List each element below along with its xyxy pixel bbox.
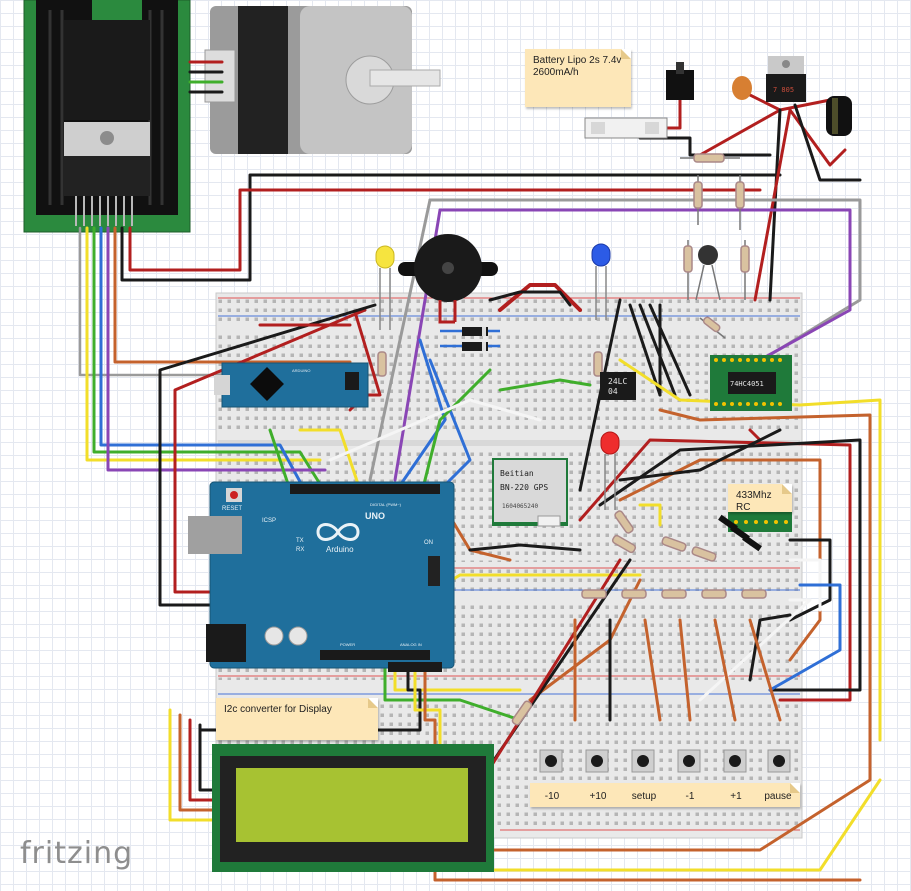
battery-note-line1: Battery Lipo 2s 7.4v	[533, 55, 622, 66]
capacitor-ceramic	[732, 76, 752, 100]
note-fold-icon	[790, 783, 800, 793]
lcd-display	[212, 744, 494, 872]
capacitor-electrolytic	[826, 96, 852, 136]
uno-arduino-label: Arduino	[326, 545, 354, 554]
led-blue	[591, 243, 611, 320]
note-fold-icon	[621, 49, 631, 59]
uno-reset-label: RESET	[222, 506, 242, 512]
battery-connector	[584, 117, 668, 139]
diodes	[440, 327, 500, 351]
mux-label: 74HC4051	[730, 380, 764, 388]
rc-note-text: 433Mhz RC	[736, 490, 772, 513]
button-label-minus1: -1	[685, 791, 695, 802]
button-label-plus10: +10	[589, 791, 607, 802]
uno-power-label: POWER	[340, 642, 355, 647]
i2c-header	[388, 662, 442, 672]
led-red	[600, 431, 620, 510]
rc-note: 433Mhz RC	[728, 484, 792, 513]
rc-receiver	[718, 510, 792, 552]
led-yellow	[375, 245, 395, 330]
thermistor	[695, 245, 721, 301]
push-buttons	[539, 749, 791, 773]
gps-serial: 1604065240	[502, 503, 539, 510]
note-fold-icon	[368, 698, 378, 708]
motor-driver-module	[23, 0, 191, 233]
gps-label-2: BN-220 GPS	[500, 483, 548, 492]
fritzing-logo: fritzing	[20, 836, 134, 871]
regulator-label: 7 805	[773, 86, 794, 94]
uno-model-label: UNO	[365, 511, 385, 521]
stepper-motor	[204, 6, 441, 154]
uno-analog-label: ANALOG IN	[400, 642, 422, 647]
buttons-note: -10 +10 setup -1 +1 pause	[530, 783, 800, 807]
uno-digital-label: DIGITAL (PWM~)	[370, 502, 402, 507]
uno-icsp-label: ICSP	[262, 518, 276, 524]
button-label-pause: pause	[764, 791, 792, 802]
i2c-note: I2c converter for Display	[216, 698, 378, 740]
multiplexer-board: 74HC4051	[710, 355, 792, 411]
note-fold-icon	[782, 484, 792, 494]
power-switch	[666, 62, 694, 100]
eeprom-label-1: 24LC	[608, 377, 627, 386]
uno-rx-label: RX	[296, 547, 304, 553]
uno-on-label: ON	[424, 540, 433, 546]
eeprom-chip: 24LC 04	[600, 372, 636, 400]
buzzer	[398, 234, 498, 324]
i2c-note-text: I2c converter for Display	[224, 704, 332, 715]
gps-module: Beitian BN-220 GPS 1604065240	[492, 458, 568, 527]
button-label-minus10: -10	[544, 791, 560, 802]
eeprom-label-2: 04	[608, 387, 618, 396]
arduino-uno: RESET ICSP TX RX ON Arduino UNO DIGITAL …	[188, 481, 455, 669]
button-label-setup: setup	[631, 791, 657, 802]
nano-label: ARDUINO	[292, 368, 310, 373]
uno-tx-label: TX	[296, 538, 304, 544]
resistors	[377, 153, 767, 726]
voltage-regulator: 7 805	[766, 56, 806, 102]
battery-note-line2: 2600mA/h	[533, 67, 579, 78]
arduino-nano: ARDUINO	[214, 362, 369, 408]
button-label-plus1: +1	[730, 791, 742, 802]
gps-label-1: Beitian	[500, 469, 534, 478]
battery-note: Battery Lipo 2s 7.4v 2600mA/h	[525, 49, 631, 107]
